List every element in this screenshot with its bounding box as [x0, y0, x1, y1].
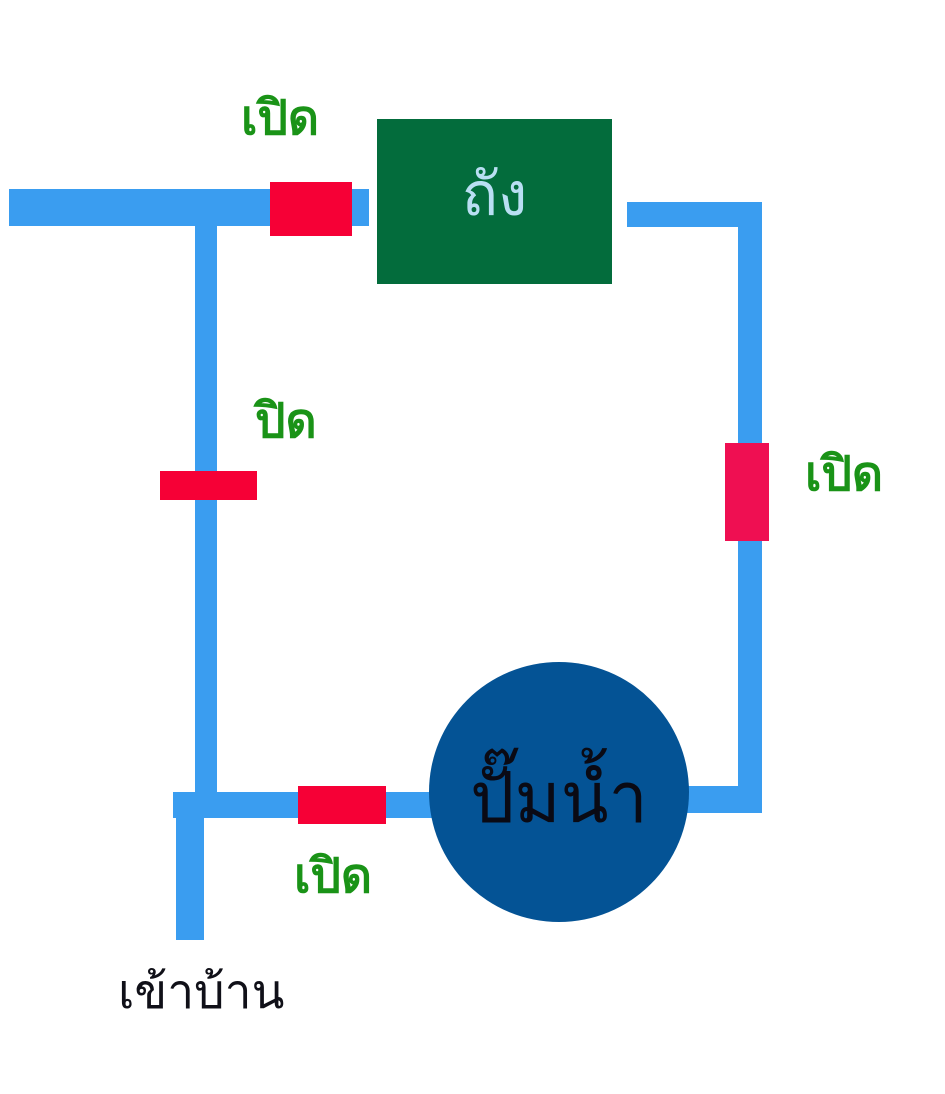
house-outlet-pipe: [176, 792, 204, 940]
left-vertical-pipe: [195, 222, 217, 816]
water-pump: ปั๊มน้ำ: [429, 662, 689, 922]
valve-top: [270, 182, 352, 236]
water-tank: ถัง: [377, 119, 612, 284]
pump-label: ปั๊มน้ำ: [470, 757, 648, 839]
valve-top-status: เปิด: [241, 90, 320, 146]
house-inlet-label: เข้าบ้าน: [118, 964, 285, 1020]
valve-bottom: [298, 786, 386, 824]
valve-right-status: เปิด: [805, 446, 884, 502]
valve-right: [725, 443, 769, 541]
valve-left: [160, 471, 257, 500]
valve-left-status: ปิด: [255, 393, 317, 449]
tank-label: ถัง: [461, 159, 528, 230]
valve-bottom-status: เปิด: [294, 848, 373, 904]
